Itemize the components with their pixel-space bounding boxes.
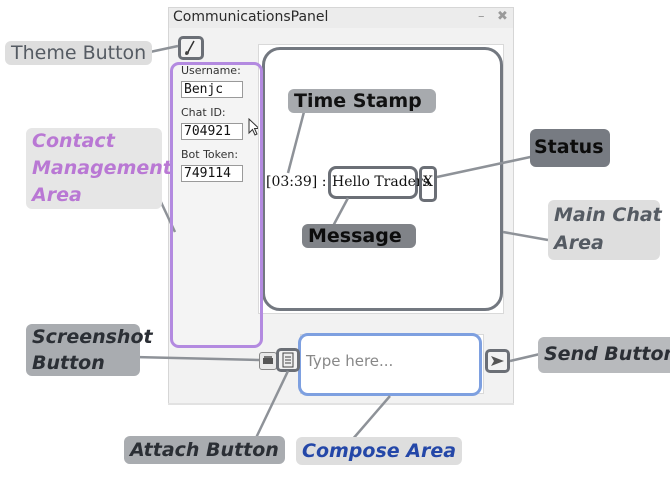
chat-id-label: Chat ID:	[181, 106, 226, 119]
label-send-button: Send Button	[538, 337, 670, 373]
label-contact-line3: Area	[32, 184, 82, 206]
screenshot-icon	[263, 356, 273, 364]
status-indicator	[419, 166, 437, 202]
message-bubble[interactable]	[328, 166, 418, 199]
bot-token-label: Bot Token:	[181, 148, 239, 161]
label-contact-line1: Contact	[32, 130, 115, 152]
close-button[interactable]: ✖	[497, 9, 508, 24]
label-message: Message	[302, 224, 416, 248]
label-compose-area: Compose Area	[296, 437, 463, 465]
label-main-chat-line1: Main Chat	[554, 204, 662, 226]
window-title: CommunicationsPanel	[173, 9, 329, 25]
window-titlebar	[169, 8, 513, 28]
contact-sidebar	[170, 62, 262, 348]
chat-id-field[interactable]: 704921	[181, 123, 243, 140]
label-attach-button: Attach Button	[124, 436, 285, 464]
label-main-chat-area: Main Chat Area	[548, 200, 662, 260]
theme-brush-icon	[185, 40, 195, 55]
label-screenshot-line1: Screenshot	[32, 326, 153, 348]
theme-button[interactable]	[178, 36, 204, 60]
main-chat-area[interactable]	[262, 47, 503, 311]
send-arrow-icon	[491, 356, 504, 366]
minimize-button[interactable]: –	[478, 9, 485, 24]
compose-placeholder: Type here...	[306, 352, 394, 370]
label-screenshot-line2: Button	[32, 352, 105, 374]
contact-management-area	[170, 62, 263, 348]
panel-bottom-edge	[168, 403, 514, 405]
label-main-chat-line2: Area	[554, 232, 604, 254]
username-label: Username:	[181, 64, 241, 77]
label-theme-button: Theme Button	[5, 41, 153, 65]
username-field[interactable]: Benjc	[181, 81, 243, 98]
message-text: Hello Traders	[332, 174, 430, 190]
bot-token-field[interactable]: 749114	[181, 165, 243, 182]
status-text: X	[423, 174, 433, 190]
message-timestamp: [03:39] :	[266, 174, 327, 190]
label-contact-line2: Management	[32, 157, 172, 179]
label-contact-management-area: Contact Management Area	[26, 128, 172, 209]
label-screenshot-button: Screenshot Button	[26, 324, 153, 376]
attach-button[interactable]	[276, 348, 300, 372]
send-button[interactable]	[485, 349, 510, 373]
compose-input[interactable]	[298, 333, 482, 396]
label-status: Status	[530, 129, 610, 167]
label-time-stamp: Time Stamp	[288, 89, 436, 113]
attach-icon	[282, 352, 294, 368]
